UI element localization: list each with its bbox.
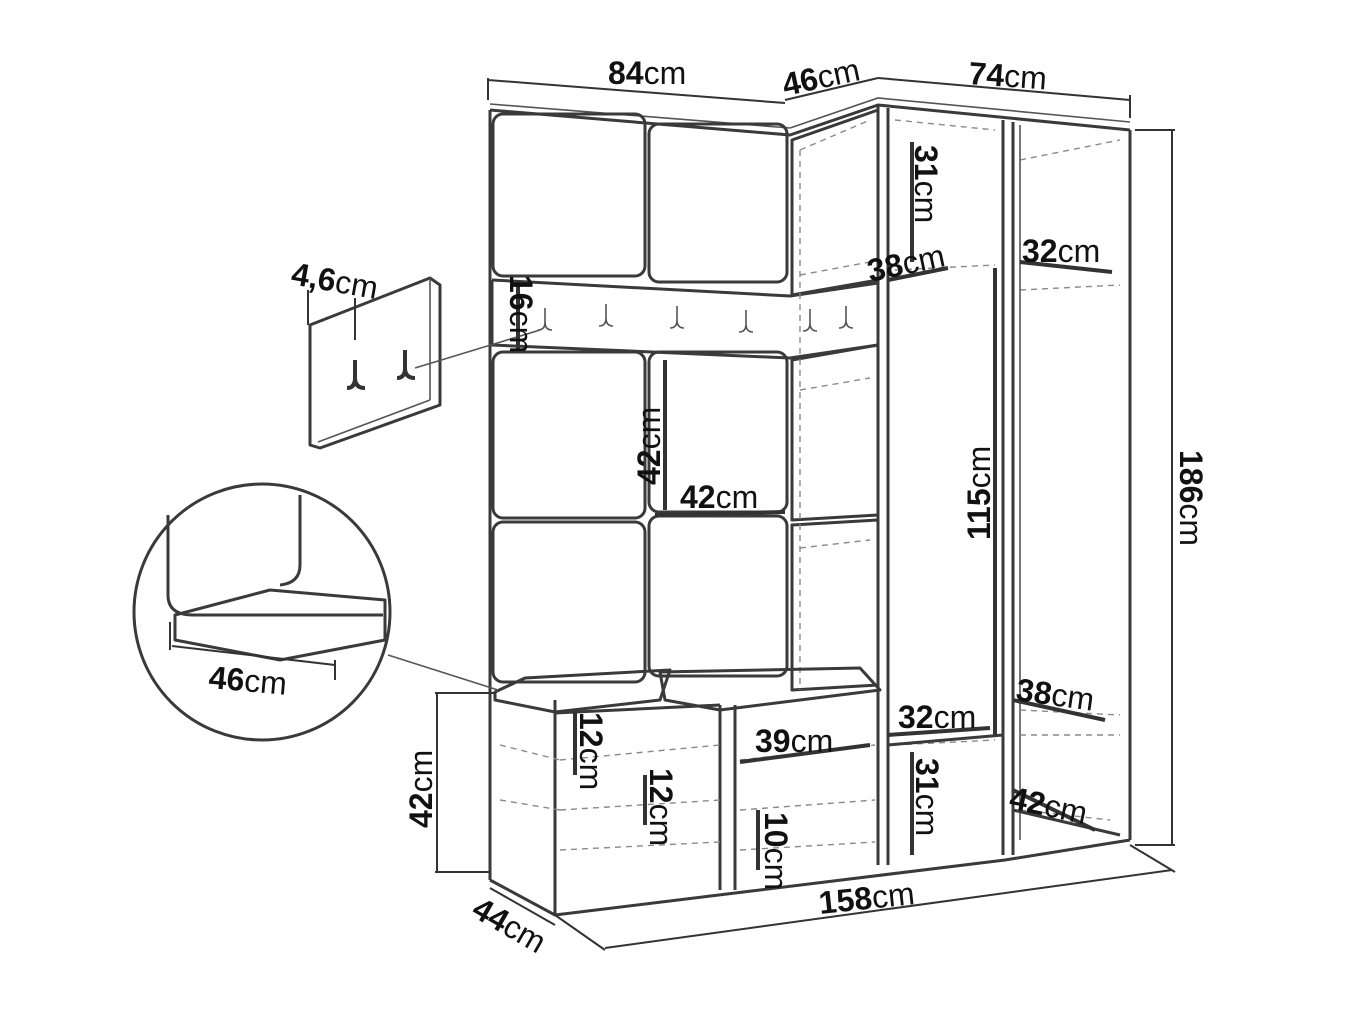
right-bottom-depth-label: 42cm [1007,780,1091,831]
upholstered-panels [491,108,880,692]
seat-depth-label: 46cm [207,659,288,702]
top-shelf-depth-label: 38cm [864,237,948,288]
corner-shelves [799,119,871,690]
panel-height-label: 42cm [631,407,667,485]
bench-shelf-depth-label: 39cm [755,723,833,759]
panel-width-label: 42cm [680,479,758,515]
hook-rail-height-label: 16cm [503,275,539,353]
lower-shelf-height-label: 31cm [909,758,945,836]
bench [493,666,882,890]
coat-hook-icon [346,350,416,390]
top-right-width-label: 74cm [968,55,1049,96]
top-corner-width-label: 46cm [779,51,863,102]
top-left-width-label: 84cm [608,55,686,91]
total-width-label: 158cm [817,875,916,921]
middle-shelf-depth-label: 32cm [898,699,976,735]
hook-rail [490,278,880,360]
bottom-compartment-height-label: 10cm [758,812,794,890]
right-top-shelf-depth-label: 32cm [1022,233,1100,269]
wardrobe-inner-height-label: 115cm [961,446,997,540]
top-shelf-height-label: 31cm [908,145,944,223]
total-depth-label: 44cm [467,890,553,960]
right-mid-shelf-depth-label: 38cm [1014,671,1096,718]
coat-hook-icon [537,304,854,333]
hook-board-detail [307,276,541,450]
seat-detail-circle [132,482,499,742]
total-height-label: 186cm [1173,450,1209,546]
dimension-labels: 84cm 46cm 74cm 4,6cm 16cm 42cm 42cm 31cm… [207,51,1209,960]
bench-compartment-height-2-label: 12cm [643,768,679,846]
hook-board-thickness-label: 4,6cm [289,255,381,306]
dimension-lines [435,77,1176,951]
bench-height-label: 42cm [403,750,439,828]
bench-compartment-height-1-label: 12cm [573,712,609,790]
